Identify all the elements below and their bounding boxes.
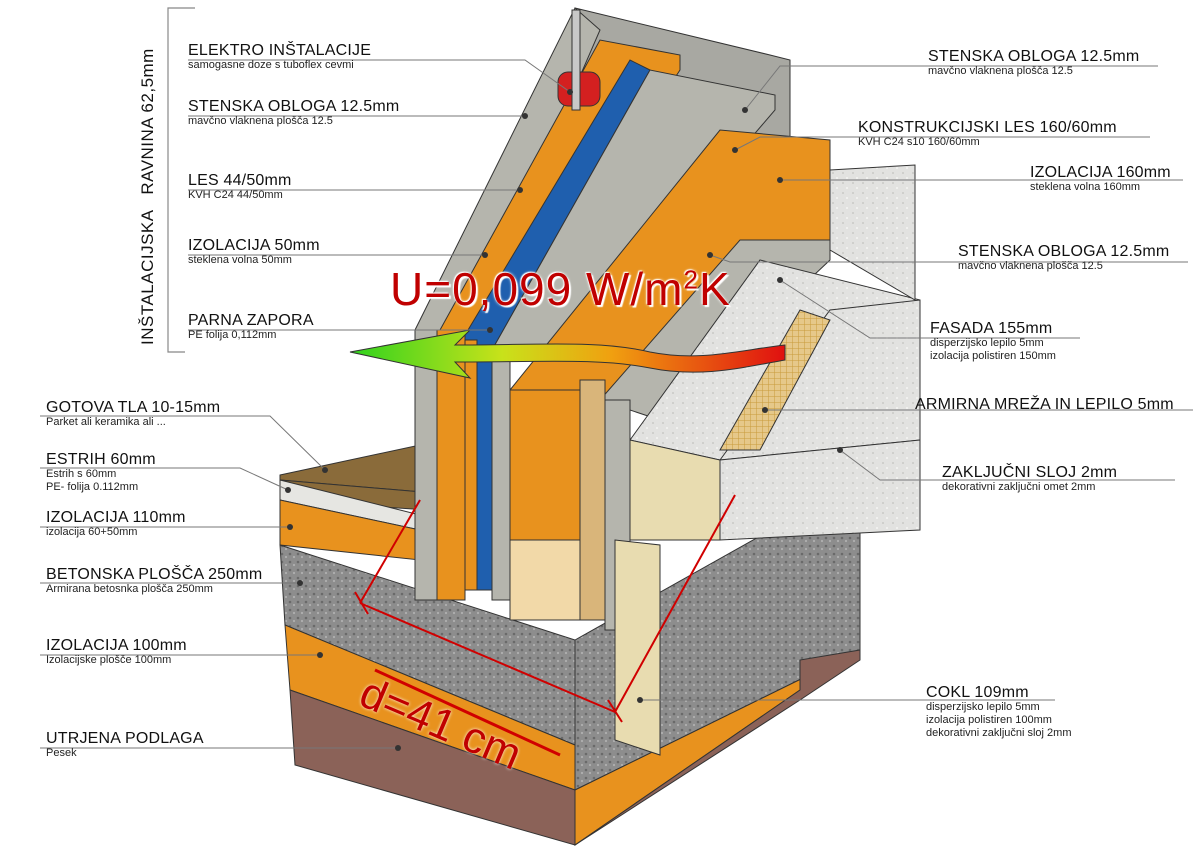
label-title: IZOLACIJA 160mm [1030,164,1171,181]
label-sub: mavčno vlaknena plošča 12.5 [188,115,333,127]
label-title: IZOLACIJA 100mm [46,637,187,654]
label-reinforcement-mesh: ARMIRNA MREŽA IN LEPILO 5mm [915,396,1174,413]
label-sub: KVH C24 44/50mm [188,189,283,201]
label-sub: mavčno vlaknena plošča 12.5 [958,260,1103,272]
label-title: LES 44/50mm [188,172,292,189]
label-sub: Pesek [46,747,77,759]
label-title: STENSKA OBLOGA 12.5mm [958,243,1170,260]
u-value-text: U=0,099 W/m [390,263,684,315]
leader-lines [40,59,1193,749]
label-sub: dekorativni zaključni omet 2mm [942,481,1096,493]
label-title: IZOLACIJA 110mm [46,509,186,526]
label-title: PARNA ZAPORA [188,312,314,329]
label-title: ARMIRNA MREŽA IN LEPILO 5mm [915,396,1174,413]
label-title: ZAKLJUČNI SLOJ 2mm [942,464,1118,481]
label-title: FASADA 155mm [930,320,1053,337]
leader-dots [285,89,843,751]
bracket-line [167,7,195,353]
label-sub: izolacija polistiren 150mm [930,350,1056,362]
label-title: GOTOVA TLA 10-15mm [46,399,221,416]
installation-layer-label: INŠTALACIJSKA RAVNINA 62,5mm [138,48,157,345]
label-title: ELEKTRO INŠTALACIJE [188,42,372,59]
thickness-dimension-line [354,494,736,757]
label-sub: dekorativni zaključni sloj 2mm [926,727,1072,739]
label-title: STENSKA OBLOGA 12.5mm [928,48,1140,65]
label-sub: Izolacijske plošče 100mm [46,654,172,666]
label-sub: samogasne doze s tuboflex cevmi [188,59,354,71]
label-sub: PE folija 0,112mm [188,329,277,341]
label-title: ESTRIH 60mm [46,451,156,468]
label-sub: Estrih s 60mm [46,468,117,480]
label-sub: izolacija 60+50mm [46,526,138,538]
u-value-exponent: 2 [683,264,699,295]
label-sub: izolacija polistiren 100mm [926,714,1052,726]
label-title: KONSTRUKCIJSKI LES 160/60mm [858,119,1117,136]
label-title: COKL 109mm [926,684,1029,701]
label-title: BETONSKA PLOŠČA 250mm [46,566,263,583]
label-sub: steklena volna 50mm [188,254,292,266]
label-sub: PE- folija 0.112mm [46,481,139,493]
wall-layers [414,7,921,756]
label-sub: KVH C24 s10 160/60mm [858,136,980,148]
u-value-unit: K [698,263,731,315]
label-title: STENSKA OBLOGA 12.5mm [188,98,400,115]
label-sub: Parket ali keramika ali ... [46,416,166,428]
label-title: UTRJENA PODLAGA [46,730,204,747]
label-sub: disperzijsko lepilo 5mm [930,337,1044,349]
u-value-label: U=0,099 W/m2K [390,262,731,316]
label-sub: Armirana betosnka plošča 250mm [46,583,213,595]
label-sub: disperzijsko lepilo 5mm [926,701,1040,713]
label-sub: steklena volna 160mm [1030,181,1141,193]
heat-flow-arrow [349,329,786,379]
label-title: IZOLACIJA 50mm [188,237,320,254]
label-sub: mavčno vlaknena plošča 12.5 [928,65,1073,77]
